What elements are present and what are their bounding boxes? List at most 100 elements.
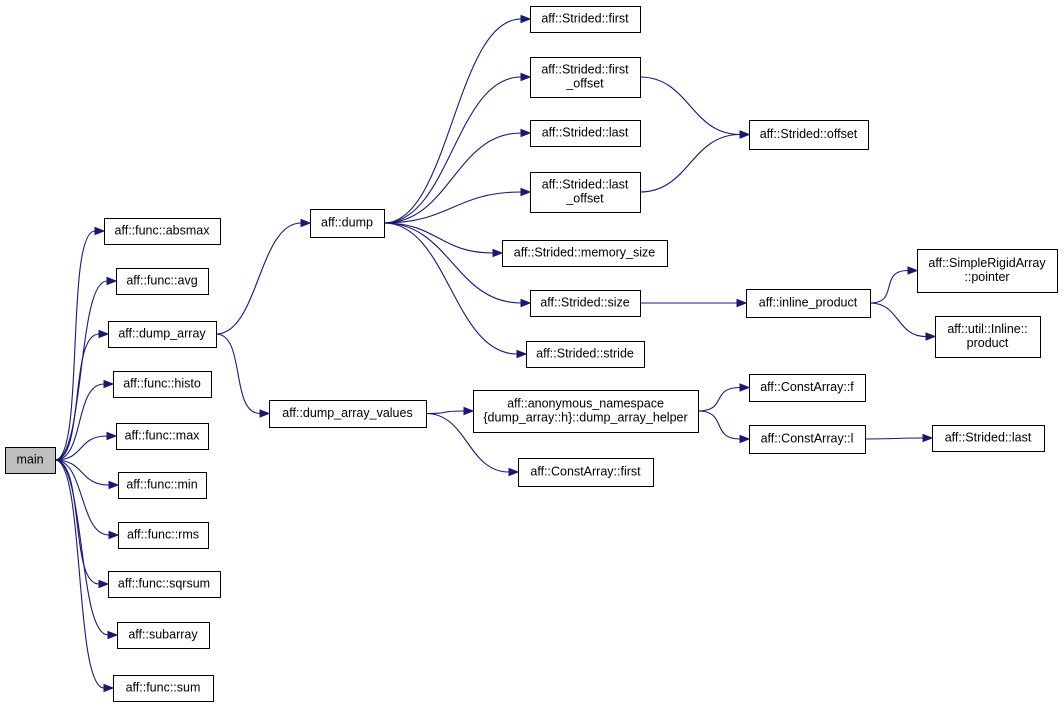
node-box <box>526 341 645 368</box>
node-box <box>118 522 209 549</box>
arrowhead-dump-to-strided_first_offset <box>520 72 532 82</box>
arrowhead-dump_array_helper-to-constarray_l <box>739 434 751 444</box>
node-inline-product[interactable]: aff::inline_product <box>746 289 871 318</box>
arrowhead-dump-to-strided_memory_size <box>492 248 504 258</box>
node-main[interactable]: main <box>5 447 56 474</box>
node-label: aff::func::rms <box>127 527 199 541</box>
node-label: aff::dump <box>321 215 373 229</box>
edge-dump_array_helper-to-constarray_l <box>697 410 741 440</box>
arrowhead-dump_array_values-to-constarray_first <box>508 467 520 477</box>
edge-main-to-histo <box>54 383 105 461</box>
edge-strided_first_offset-to-strided_offset <box>639 76 741 136</box>
arrowhead-dump-to-strided_size <box>520 298 532 308</box>
edge-dump-to-strided_first <box>383 18 522 224</box>
node-box <box>108 321 217 348</box>
node-label: aff::func::histo <box>123 376 201 390</box>
node-dump-array[interactable]: aff::dump_array <box>108 321 217 348</box>
node-dump-array-helper[interactable]: aff::anonymous_namespace{dump_array::h}:… <box>473 390 699 433</box>
node-rms[interactable]: aff::func::rms <box>118 522 209 549</box>
edge-dump-to-strided_size <box>383 222 522 304</box>
edge-main-to-avg <box>54 280 108 461</box>
node-box <box>932 425 1045 452</box>
node-label: aff::ConstArray::first <box>530 464 641 478</box>
edge-dump-to-strided_last_offset <box>383 191 522 224</box>
node-strided-first[interactable]: aff::Strided::first <box>530 6 641 33</box>
node-label: aff::SimpleRigidArray <box>928 256 1046 270</box>
node-box <box>104 218 221 245</box>
node-label: aff::Strided::last <box>945 430 1032 444</box>
node-label: aff::Strided::last <box>542 177 629 191</box>
arrowhead-main-to-absmax <box>94 226 106 236</box>
node-strided-size[interactable]: aff::Strided::size <box>530 290 641 317</box>
node-strided-last-offset[interactable]: aff::Strided::last_offset <box>530 172 641 213</box>
arrowhead-main-to-max <box>106 431 118 441</box>
node-max[interactable]: aff::func::max <box>116 423 209 450</box>
node-label: aff::ConstArray::f <box>760 380 854 394</box>
node-util-inline-product[interactable]: aff::util::Inline::product <box>935 316 1041 358</box>
node-constarray-first[interactable]: aff::ConstArray::first <box>518 458 654 487</box>
edge-main-to-sum <box>54 459 105 689</box>
edge-main-to-absmax <box>54 230 96 461</box>
node-absmax[interactable]: aff::func::absmax <box>104 218 221 245</box>
node-box <box>310 209 385 238</box>
node-box <box>530 120 641 147</box>
node-subarray[interactable]: aff::subarray <box>117 622 210 649</box>
node-box <box>749 425 866 454</box>
arrowhead-main-to-histo <box>103 379 115 389</box>
edge-dump_array_values-to-constarray_first <box>425 412 510 473</box>
node-label: aff::dump_array_values <box>282 406 412 420</box>
node-constarray-l[interactable]: aff::ConstArray::l <box>749 425 866 454</box>
edge-dump_array-to-dump_array_values <box>215 333 261 415</box>
arrowhead-inline_product-to-srarray_pointer <box>907 266 919 275</box>
node-sum[interactable]: aff::func::sum <box>113 675 214 702</box>
node-label: product <box>967 336 1009 350</box>
node-strided-stride[interactable]: aff::Strided::stride <box>526 341 645 368</box>
node-sqrsum[interactable]: aff::func::sqrsum <box>108 571 221 598</box>
node-strided-last-2[interactable]: aff::Strided::last <box>932 425 1045 452</box>
node-box <box>749 120 869 150</box>
arrowhead-main-to-avg <box>106 276 118 286</box>
node-box <box>502 240 668 267</box>
node-label: aff::func::avg <box>126 273 197 287</box>
node-box <box>113 675 214 702</box>
node-histo[interactable]: aff::func::histo <box>113 371 212 398</box>
node-label: aff::util::Inline:: <box>947 322 1027 336</box>
node-strided-first-offset[interactable]: aff::Strided::first_offset <box>530 57 641 98</box>
node-constarray-f[interactable]: aff::ConstArray::f <box>749 374 866 402</box>
node-label: aff::func::sum <box>126 680 201 694</box>
node-box <box>746 289 871 318</box>
node-avg[interactable]: aff::func::avg <box>116 268 209 295</box>
edge-dump_array_helper-to-constarray_f <box>697 386 741 412</box>
node-box <box>118 472 207 499</box>
node-box <box>269 400 427 428</box>
node-min[interactable]: aff::func::min <box>118 472 207 499</box>
arrowhead-constarray_l-to-strided_last_2 <box>922 433 934 443</box>
node-box <box>530 290 641 317</box>
node-strided-last-1[interactable]: aff::Strided::last <box>530 120 641 147</box>
arrowhead-dump-to-strided_first <box>520 14 532 24</box>
node-box <box>530 172 641 213</box>
node-dump[interactable]: aff::dump <box>310 209 385 238</box>
node-box <box>108 571 221 598</box>
node-box <box>917 249 1058 293</box>
node-label: aff::Strided::offset <box>760 127 858 141</box>
node-label: {dump_array::h}::dump_array_helper <box>483 410 687 424</box>
node-box <box>749 374 866 402</box>
arrowhead-dump_array-to-dump_array_values <box>259 409 271 418</box>
node-srarray-pointer[interactable]: aff::SimpleRigidArray::pointer <box>917 249 1058 293</box>
edges-layer <box>54 14 937 693</box>
node-label: aff::func::max <box>125 428 201 442</box>
edge-main-to-max <box>54 435 108 461</box>
edge-dump-to-strided_last_1 <box>383 132 522 224</box>
node-box <box>530 57 641 98</box>
node-label: aff::func::min <box>126 477 197 491</box>
arrowhead-main-to-subarray <box>107 630 119 640</box>
node-strided-memory-size[interactable]: aff::Strided::memory_size <box>502 240 668 267</box>
node-dump-array-values[interactable]: aff::dump_array_values <box>269 400 427 428</box>
node-strided-offset[interactable]: aff::Strided::offset <box>749 120 869 150</box>
edge-inline_product-to-srarray_pointer <box>869 269 909 304</box>
node-label: aff::func::sqrsum <box>118 576 210 590</box>
node-label: aff::subarray <box>128 627 198 641</box>
node-box <box>117 622 210 649</box>
